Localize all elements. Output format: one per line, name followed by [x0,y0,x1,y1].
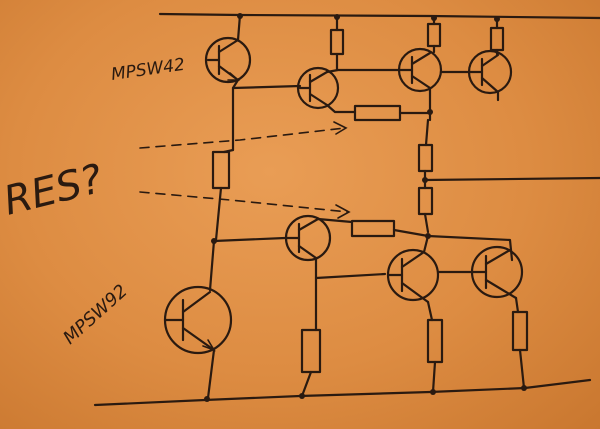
arrow-head-top [333,121,348,135]
arrow-head-bottom [335,204,351,219]
output-wire [423,176,600,182]
transistor-top-right-1 [397,47,443,93]
transistor-mpsw92 [163,285,233,355]
top-row-wire [231,84,302,90]
resistor-output-bottom [417,178,434,234]
lower-right-wire [426,234,514,262]
resistor-top-horizontal [325,103,432,122]
node-dot [427,109,433,115]
q2-collector-wire [208,239,216,292]
top-rail [158,12,600,20]
bottom-rail [93,378,592,407]
resistor-bottom-1 [300,256,322,398]
resistor-top-3 [489,16,505,56]
lower-base-wire [212,236,287,243]
resistor-top-1 [329,14,345,72]
arrow-to-bottom-resistor [139,191,349,213]
bottom-collector-wire [422,234,430,254]
transistor-bottom-right-1 [386,248,440,304]
resistor-bias [211,148,235,242]
transistor-bottom-right-2 [436,245,524,300]
transistor-top-right-2 [467,49,513,102]
node-dot [237,13,243,19]
label-question: RES? [0,156,107,225]
node-dot [334,14,340,20]
node-dot [431,15,437,21]
transistor-bottom-mid [284,214,332,262]
transistor-mpsw42 [204,36,252,84]
q1-collector-wire [236,13,242,42]
resistor-bottom-3 [511,296,529,390]
resistor-top-2 [426,15,442,54]
q2-emitter-wire [206,348,216,400]
node-dot [204,396,210,402]
node-dot [494,16,500,22]
label-top-transistor: MPSW42 [110,55,186,85]
transistor-top-mid [296,66,340,110]
bottom-pair-base-wire [314,272,387,280]
resistor-bottom-horizontal [316,217,430,238]
resistor-output-top [417,118,434,182]
node-dot [521,385,527,391]
arrow-to-top-resistor [139,127,346,149]
node-dot [299,393,305,399]
resistor-bottom-2 [426,300,444,394]
label-bottom-transistor: MPSW92 [59,281,131,349]
node-dot [430,389,436,395]
